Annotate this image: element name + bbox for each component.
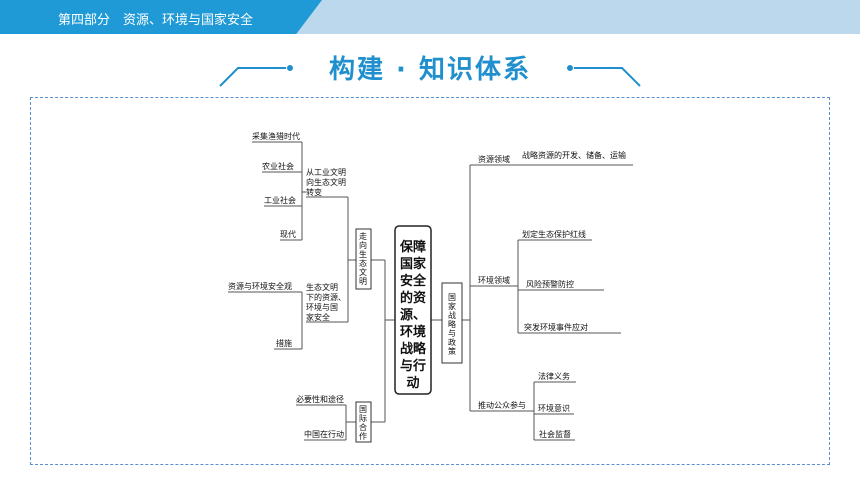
branch-label-char: 生: [359, 249, 367, 259]
branch-label-char: 战: [448, 310, 456, 320]
branch2-label: 国 际 合 作: [359, 405, 367, 441]
center-node: 保障 国家 安全 的资 源、 环境 战略 与行 动: [399, 239, 427, 391]
category-label: 推动公众参与: [478, 400, 526, 410]
center-line: 源、: [400, 307, 426, 323]
sub-label-line: 环境与国: [306, 302, 338, 312]
branch-label-char: 作: [359, 431, 367, 441]
center-line: 国家: [400, 256, 427, 272]
center-line: 与行: [400, 358, 426, 374]
sub2-label: 生态文明 下的资源、 环境与国 家安全: [306, 282, 346, 322]
branch-label-char: 策: [448, 346, 456, 356]
branch2-items: 必要性和途径 中国在行动: [296, 394, 344, 439]
leaf-item: 农业社会: [262, 161, 294, 171]
right-branch-box: [441, 282, 463, 364]
center-box: [394, 225, 432, 395]
section-tab: 第四部分 资源、环境与国家安全: [0, 0, 322, 34]
branch-label-char: 与: [448, 329, 456, 338]
connector-lines: [228, 141, 633, 441]
leaf-item: 社会监督: [539, 429, 571, 439]
leaf-item: 资源与环境安全观: [228, 281, 292, 291]
leaf-item: 措施: [276, 338, 292, 348]
branch1-label: 走 向 生 态 文 明: [359, 232, 367, 286]
leaf-item: 采集渔猎时代: [252, 131, 300, 141]
branch-label-char: 际: [359, 414, 367, 423]
branch-label-char: 明: [359, 277, 367, 286]
sub-label-line: 向生态文明: [306, 177, 346, 187]
sub-label-line: 生态文明: [306, 282, 338, 292]
leaf-item: 突发环境事件应对: [524, 322, 588, 332]
center-line: 安全: [400, 273, 427, 289]
category-label: 资源领域: [478, 154, 510, 164]
page-title: 构建 · 知识体系: [329, 55, 531, 85]
branch-label-char: 走: [359, 232, 367, 241]
title-banner: 构建 · 知识体系: [218, 44, 642, 92]
branch2-box: [355, 401, 372, 443]
branch-label-char: 略: [448, 319, 456, 329]
banner-decoration: [219, 65, 641, 87]
center-line: 保障: [399, 239, 426, 255]
sub-label-line: 转变: [306, 187, 322, 197]
leaf-item: 法律义务: [538, 371, 570, 381]
branch-label-char: 合: [359, 422, 367, 432]
leaf-item: 环境意识: [538, 403, 570, 413]
diagram-frame: [30, 97, 830, 465]
sub-label-line: 家安全: [306, 312, 330, 322]
branch-label-char: 国: [359, 405, 367, 414]
sub-label-line: 下的资源、: [306, 292, 346, 302]
center-line: 动: [406, 376, 419, 391]
section-title: 第四部分 资源、环境与国家安全: [58, 13, 254, 28]
branch-label-char: 政: [448, 337, 456, 347]
branch-label-char: 国: [448, 293, 456, 302]
right-nodes: 资源领域 战略资源的开发、储备、运输 环境领域 划定生态保护红线 风险预警防控 …: [478, 150, 626, 439]
category-label: 环境领域: [478, 275, 510, 285]
center-line: 环境: [400, 324, 426, 340]
leaf-item: 划定生态保护红线: [522, 229, 586, 239]
center-line: 的资: [400, 290, 426, 306]
leaf-item: 中国在行动: [304, 429, 344, 439]
sub-label-line: 从工业文明: [306, 167, 346, 177]
center-line: 战略: [400, 341, 427, 357]
branch-label-char: 向: [359, 240, 367, 250]
leaf-item: 必要性和途径: [296, 394, 344, 404]
right-branch-label: 国 家 战 略 与 政 策: [448, 293, 456, 356]
branch-label-char: 家: [448, 301, 456, 311]
sub1-items: 采集渔猎时代 农业社会 工业社会 现代: [252, 131, 300, 239]
leaf-item: 风险预警防控: [526, 279, 574, 289]
leaf-item: 现代: [280, 229, 296, 239]
branch-label-char: 文: [359, 267, 367, 277]
branch1-box: [355, 228, 372, 290]
leaf-item: 战略资源的开发、储备、运输: [522, 150, 626, 160]
branch-label-char: 态: [359, 258, 367, 268]
leaf-item: 工业社会: [264, 195, 296, 205]
sub1-label: 从工业文明 向生态文明 转变: [306, 167, 346, 197]
sub2-items: 资源与环境安全观 措施: [228, 281, 292, 348]
